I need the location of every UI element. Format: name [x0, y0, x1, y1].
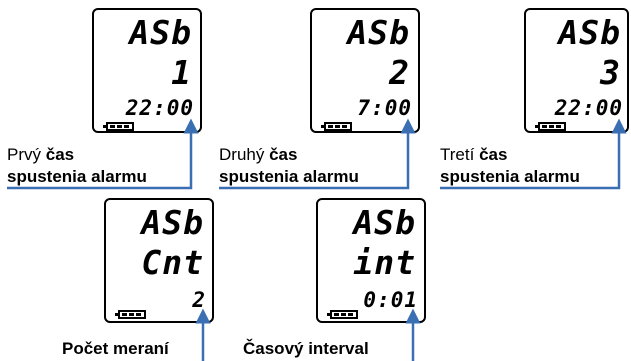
lcd-bottom-text: 22:00: [554, 96, 623, 120]
label-5: Časový interval: [243, 339, 369, 358]
lcd-top-text: ASb: [347, 13, 410, 52]
label-3-line2: spustenia alarmu: [440, 167, 580, 186]
lcd-mid-text: 1: [171, 53, 192, 92]
battery-icon: [115, 310, 146, 319]
lcd-bottom-text: 2: [192, 288, 206, 312]
lcd-mid-text: Cnt: [141, 243, 204, 282]
lcd-display-2: ASb 2 7:00: [310, 8, 420, 133]
lcd-display-4: ASb Cnt 2: [104, 198, 214, 323]
lcd-display-5: ASb int 0:01: [316, 198, 426, 323]
label-1-line2: spustenia alarmu: [7, 167, 147, 186]
lcd-display-1: ASb 1 22:00: [92, 8, 202, 133]
pointer-arrow-1: [7, 118, 199, 190]
lcd-mid-text: 2: [389, 53, 410, 92]
lcd-mid-text: int: [353, 243, 416, 282]
battery-icon: [321, 122, 352, 131]
label-2-line2: spustenia alarmu: [219, 167, 359, 186]
lcd-bottom-text: 7:00: [357, 96, 412, 120]
label-3-line1: Tretí čas: [440, 145, 508, 164]
battery-icon: [103, 122, 134, 131]
lcd-top-text: ASb: [353, 203, 416, 242]
lcd-top-text: ASb: [129, 13, 192, 52]
lcd-top-text: ASb: [141, 203, 204, 242]
battery-icon: [327, 310, 358, 319]
pointer-arrow-3: [440, 118, 627, 190]
label-4: Počet meraní: [62, 339, 169, 358]
lcd-bottom-text: 0:01: [363, 288, 418, 312]
label-2-line1: Druhý čas: [219, 145, 298, 164]
lcd-display-3: ASb 3 22:00: [524, 8, 629, 133]
lcd-bottom-text: 22:00: [125, 96, 194, 120]
label-1-line1: Prvý čas: [7, 145, 75, 164]
battery-icon: [535, 122, 566, 131]
lcd-mid-text: 3: [600, 53, 621, 92]
lcd-top-text: ASb: [558, 13, 621, 52]
pointer-arrow-2: [219, 118, 416, 190]
